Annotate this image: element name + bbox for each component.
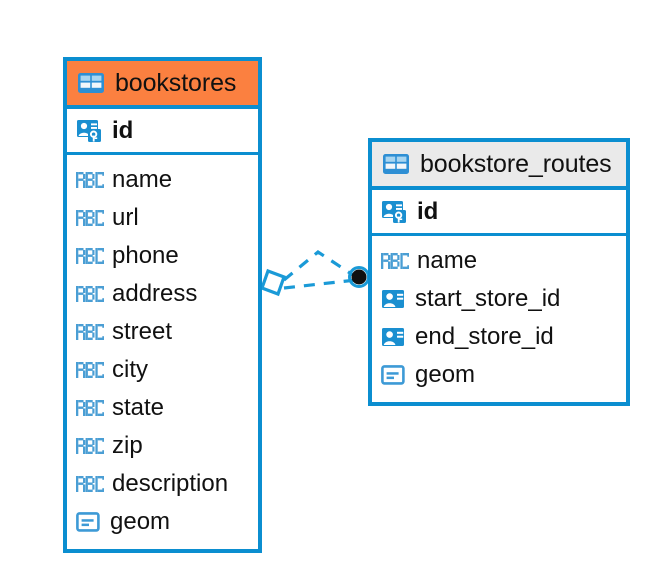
field-row-address[interactable]: address: [67, 275, 258, 313]
abc-text-icon: [381, 252, 409, 270]
field-label-primary-key: id: [112, 116, 134, 144]
abc-text-icon: [76, 247, 104, 265]
relationship-circle-marker: [348, 266, 370, 288]
entity-table-bookstores[interactable]: bookstores id: [63, 57, 262, 553]
field-row-start-store-id[interactable]: start_store_id: [372, 280, 626, 318]
relationship-line-lower: [283, 278, 357, 290]
foreign-key-icon: [381, 325, 407, 349]
field-row-name[interactable]: name: [67, 161, 258, 199]
field-label-end-store-id: end_store_id: [415, 323, 554, 350]
field-row-description[interactable]: description: [67, 465, 258, 503]
field-row-geom[interactable]: geom: [67, 503, 258, 541]
field-list-bookstore-routes: name start_store_id: [372, 236, 626, 402]
relationship-line-upper: [282, 250, 357, 282]
field-row-geom[interactable]: geom: [372, 356, 626, 394]
field-label-name: name: [417, 247, 478, 274]
field-label-primary-key: id: [417, 197, 439, 225]
field-row-end-store-id[interactable]: end_store_id: [372, 318, 626, 356]
abc-text-icon: [76, 285, 104, 303]
field-list-bookstores: name: [67, 155, 258, 549]
abc-text-icon: [76, 361, 104, 379]
relationship-diamond-marker: [259, 268, 287, 297]
abc-text-icon: [76, 399, 104, 417]
field-row-zip[interactable]: zip: [67, 427, 258, 465]
field-label-start-store-id: start_store_id: [415, 285, 561, 312]
primary-key-icon: [381, 198, 409, 226]
field-row-phone[interactable]: phone: [67, 237, 258, 275]
entity-title-bookstore-routes: bookstore_routes: [420, 149, 612, 178]
field-row-name[interactable]: name: [372, 242, 626, 280]
field-row-state[interactable]: state: [67, 389, 258, 427]
field-label-zip: zip: [112, 432, 143, 459]
entity-title-bookstores: bookstores: [115, 68, 237, 97]
entity-header-bookstore-routes[interactable]: bookstore_routes: [372, 142, 626, 190]
geometry-icon: [381, 363, 407, 387]
abc-text-icon: [76, 475, 104, 493]
table-icon: [381, 149, 411, 179]
field-label-description: description: [112, 470, 229, 497]
field-row-city[interactable]: city: [67, 351, 258, 389]
field-label-street: street: [112, 318, 173, 345]
abc-text-icon: [76, 323, 104, 341]
abc-text-icon: [76, 209, 104, 227]
field-label-geom: geom: [110, 508, 171, 535]
table-icon: [76, 68, 106, 98]
field-row-primary-key[interactable]: id: [372, 190, 626, 236]
field-label-city: city: [112, 356, 148, 383]
field-label-url: url: [112, 204, 139, 231]
field-label-geom: geom: [415, 361, 476, 388]
abc-text-icon: [76, 171, 104, 189]
field-label-phone: phone: [112, 242, 179, 269]
geometry-icon: [76, 510, 102, 534]
field-row-street[interactable]: street: [67, 313, 258, 351]
entity-table-bookstore-routes[interactable]: bookstore_routes id: [368, 138, 630, 406]
entity-header-bookstores[interactable]: bookstores: [67, 61, 258, 109]
abc-text-icon: [76, 437, 104, 455]
field-row-url[interactable]: url: [67, 199, 258, 237]
field-label-address: address: [112, 280, 198, 307]
field-row-primary-key[interactable]: id: [67, 109, 258, 155]
foreign-key-icon: [381, 287, 407, 311]
field-label-name: name: [112, 166, 173, 193]
field-label-state: state: [112, 394, 165, 421]
primary-key-icon: [76, 117, 104, 145]
